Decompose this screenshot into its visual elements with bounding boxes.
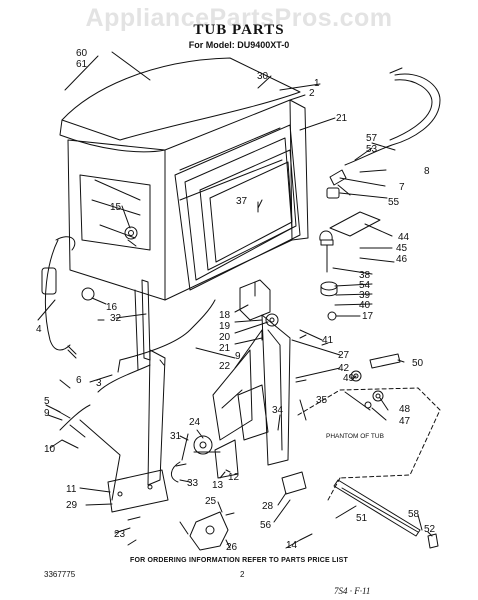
phantom-tub	[297, 387, 441, 479]
diagram-drawing	[37, 51, 441, 551]
page-number: 2	[240, 570, 245, 579]
drain-hose	[344, 73, 441, 166]
right-door-arm	[261, 314, 291, 466]
door-gasket	[174, 124, 301, 291]
callout-28: 28	[262, 501, 274, 512]
callout-20: 20	[219, 332, 231, 343]
callout-41: 41	[322, 335, 334, 346]
watermark: AppliancePartsPros.com	[85, 4, 393, 32]
callout-21-lower: 21	[219, 343, 231, 354]
callout-39: 39	[359, 290, 371, 301]
callout-57: 57	[366, 133, 378, 144]
callout-7: 7	[399, 182, 405, 193]
lower-rail	[333, 479, 421, 537]
callout-19: 19	[219, 321, 231, 332]
fill-hose	[44, 239, 71, 351]
callout-9: 9	[235, 351, 241, 362]
latch-bracket	[281, 471, 307, 495]
callout-14: 14	[286, 540, 298, 551]
callout-22: 22	[219, 361, 231, 372]
tub-strip	[141, 279, 151, 361]
callout-10: 10	[44, 444, 56, 455]
callout-60: 60	[76, 48, 88, 59]
clamp	[329, 169, 347, 186]
bracket	[329, 211, 381, 237]
nut	[327, 311, 337, 321]
gear	[193, 435, 213, 455]
callout-33: 33	[187, 478, 199, 489]
callout-61: 61	[76, 59, 88, 70]
callout-31: 31	[170, 431, 182, 442]
callout-13: 13	[212, 480, 224, 491]
callout-53: 53	[366, 144, 378, 155]
callout-45: 45	[396, 243, 408, 254]
callout-52: 52	[424, 524, 436, 535]
callout-58: 58	[408, 509, 420, 520]
ordering-info: FOR ORDERING INFORMATION REFER TO PARTS …	[129, 557, 349, 564]
callout-56: 56	[260, 520, 272, 531]
callout-23: 23	[114, 529, 126, 540]
callout-51: 51	[356, 513, 368, 524]
callout-9-lower: 9	[44, 408, 50, 419]
spray-nozzle	[369, 353, 401, 369]
tub-top-blanket	[61, 57, 301, 141]
callout-labels: 60 61 30 1 2 21 57 53 8 7 55 37 15 44 45…	[36, 48, 436, 553]
callout-12: 12	[228, 472, 240, 483]
callout-18: 18	[219, 310, 231, 321]
callout-16: 16	[106, 302, 118, 313]
callout-42: 42	[338, 363, 350, 374]
callout-44: 44	[398, 232, 410, 243]
fitting	[326, 187, 340, 199]
callout-4: 4	[36, 324, 42, 335]
document-number: 3367775	[44, 570, 76, 579]
wire-harness	[119, 299, 216, 361]
callout-8: 8	[424, 166, 430, 177]
end-cap	[427, 533, 439, 549]
callout-24: 24	[189, 417, 201, 428]
callout-3: 3	[96, 378, 102, 389]
callout-6: 6	[76, 375, 82, 386]
callout-1: 1	[314, 78, 320, 89]
callout-46: 46	[396, 254, 408, 265]
callout-26: 26	[226, 542, 238, 553]
page-title: TUB PARTS	[193, 22, 285, 38]
water-valve	[41, 267, 57, 295]
date-code: 7S4 · F·11	[334, 586, 371, 596]
callout-54: 54	[359, 280, 371, 291]
callout-21: 21	[336, 113, 348, 124]
clip	[124, 226, 138, 240]
sensor-bracket	[239, 279, 271, 321]
callout-11: 11	[66, 484, 77, 495]
fastener	[265, 313, 279, 327]
callout-27: 27	[338, 350, 350, 361]
left-door-arm	[147, 349, 166, 486]
washer	[350, 370, 362, 382]
callout-25: 25	[205, 496, 217, 507]
callout-5: 5	[44, 396, 50, 407]
phantom-tub-note: PHANTOM OF TUB	[326, 433, 384, 440]
callout-2: 2	[309, 88, 315, 99]
callout-34: 34	[272, 405, 284, 416]
callout-35: 35	[316, 395, 328, 406]
model-subtitle: For Model: DU9400XT-0	[188, 40, 290, 50]
callout-38: 38	[359, 270, 371, 281]
callout-40: 40	[359, 300, 371, 311]
callout-30: 30	[257, 71, 269, 82]
callout-50: 50	[412, 358, 424, 369]
callout-32: 32	[110, 313, 122, 324]
callout-15: 15	[110, 202, 122, 213]
callout-55: 55	[388, 197, 400, 208]
pump-assembly	[189, 511, 229, 551]
callout-48: 48	[399, 404, 411, 415]
callout-17: 17	[362, 311, 374, 322]
callout-37: 37	[236, 196, 248, 207]
callout-29: 29	[66, 500, 78, 511]
callout-47: 47	[399, 416, 411, 427]
tub-light-mount	[319, 230, 333, 241]
callout-49: 49	[343, 373, 355, 384]
